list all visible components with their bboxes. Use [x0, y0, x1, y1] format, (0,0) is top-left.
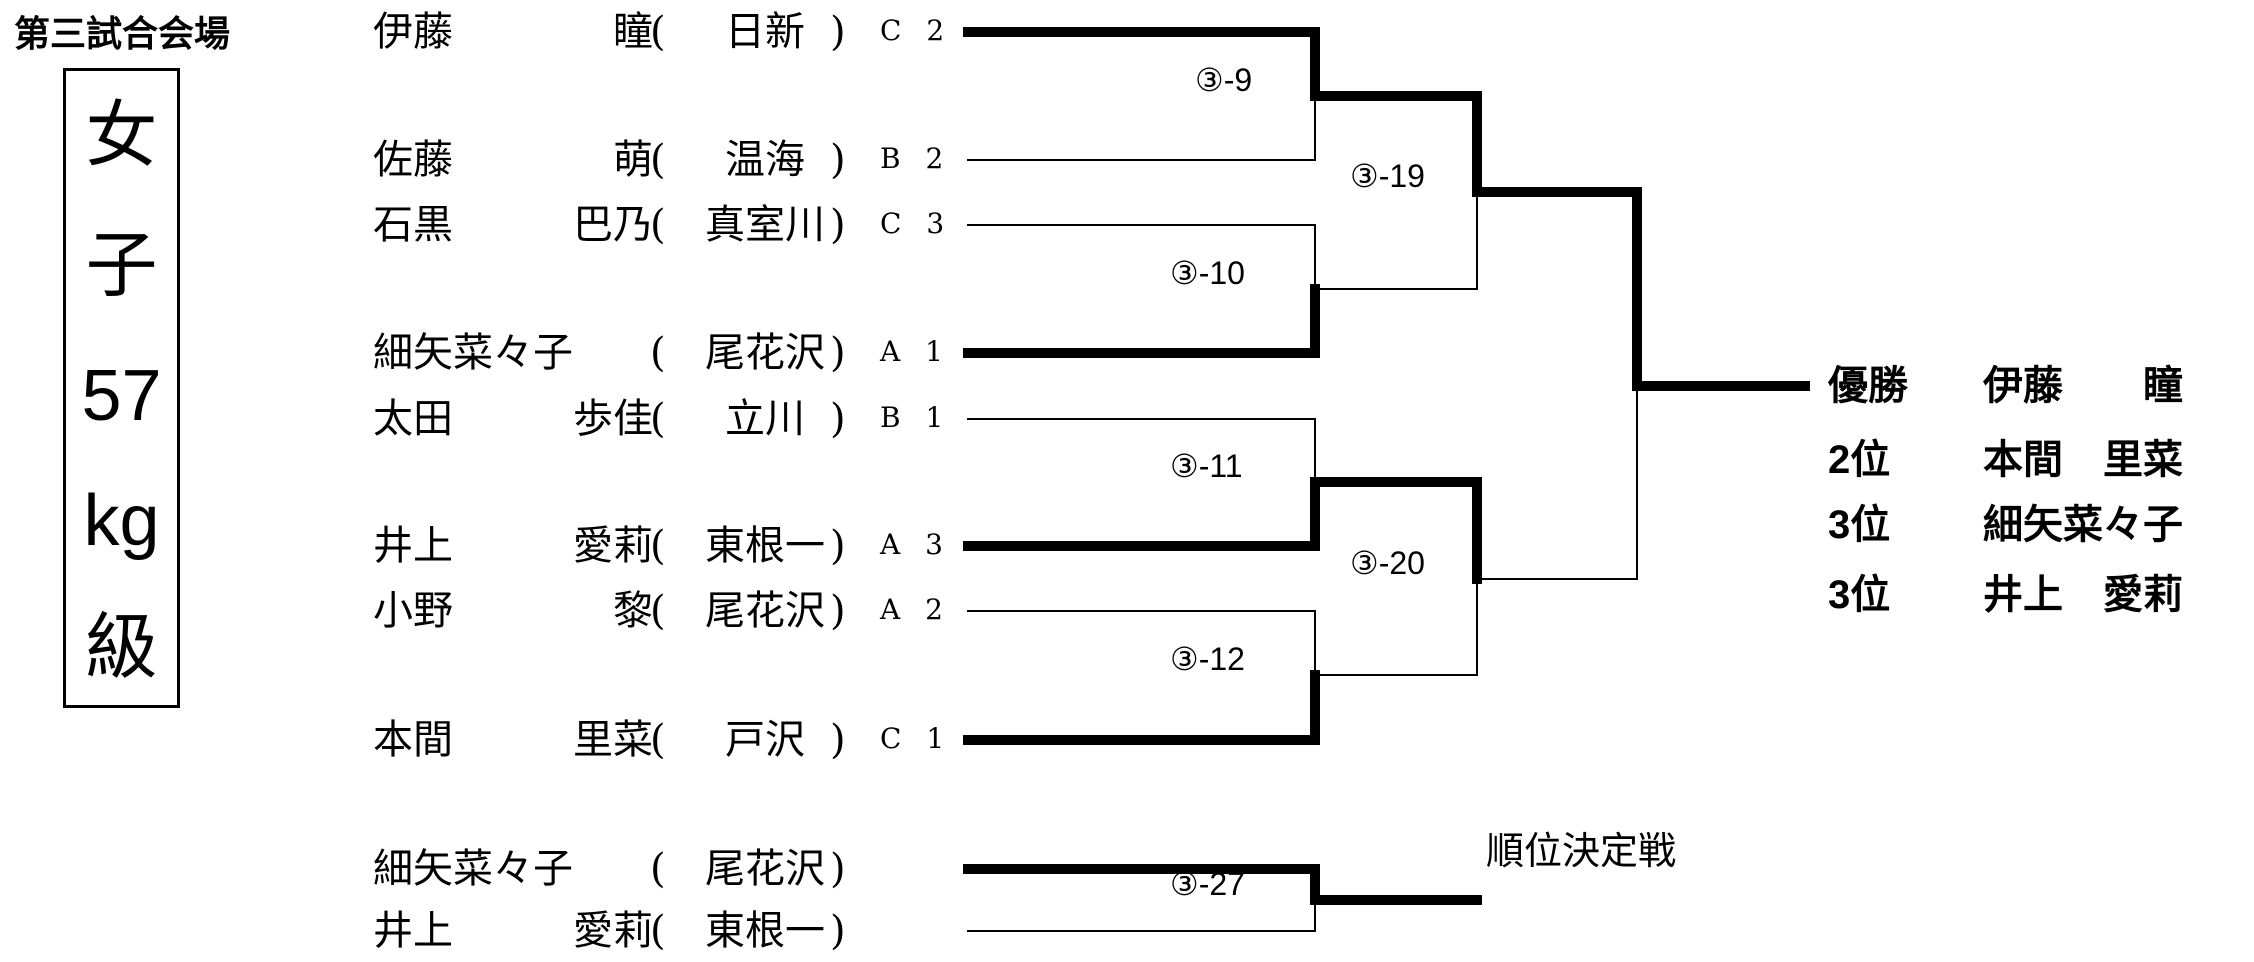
player-team: 真室川: [705, 202, 825, 248]
match-label-19: ③-19: [1350, 158, 1425, 194]
match-label-10: ③-10: [1170, 255, 1245, 291]
division-char-2: 子: [85, 226, 158, 306]
match-label-27: ③-27: [1170, 866, 1245, 902]
paren-close: ): [830, 717, 846, 763]
player-given-name: 萌: [613, 137, 653, 183]
player-team: 日新: [725, 9, 805, 55]
player-grade: B 2: [880, 142, 952, 175]
division-weight: 57: [81, 356, 162, 436]
result-name: 細矢菜々子: [1983, 503, 2183, 547]
match-label-20: ③-20: [1350, 545, 1425, 581]
match-label-11: ③-11: [1170, 448, 1243, 484]
player-given-name: 愛莉: [573, 523, 653, 569]
paren-close: ): [830, 523, 846, 569]
paren-open: (: [650, 717, 666, 763]
player-given-name: 巴乃: [573, 202, 653, 248]
player-grade: C 3: [880, 207, 953, 240]
paren-open: (: [650, 137, 666, 183]
paren-open: (: [650, 523, 666, 569]
paren-open: (: [650, 846, 666, 892]
paren-open: (: [650, 396, 666, 442]
player-team: 温海: [725, 137, 805, 183]
player-grade: A 2: [880, 593, 951, 626]
player-grade: B 1: [880, 401, 952, 434]
player-family-name: 石黒: [373, 202, 453, 248]
paren-close: ): [830, 588, 846, 634]
match-label-9: ③-9: [1195, 62, 1253, 98]
player-family-name: 井上: [373, 908, 453, 954]
player-grade: C 2: [880, 14, 953, 47]
player-family-name: 井上: [373, 523, 453, 569]
paren-close: ): [830, 396, 846, 442]
player-family-name: 伊藤: [373, 9, 453, 55]
player-given-name: 愛莉: [573, 908, 653, 954]
division-class: 級: [85, 608, 158, 688]
player-team: 戸沢: [725, 717, 805, 763]
result-row: 2位 本間 里菜: [1828, 440, 2183, 480]
paren-close: ): [830, 9, 846, 55]
player-given-name: 黎: [613, 588, 653, 634]
player-team: 尾花沢: [705, 330, 825, 376]
player-team: 尾花沢: [705, 588, 825, 634]
paren-open: (: [650, 9, 666, 55]
result-rank: 2位: [1828, 438, 1891, 482]
player-family-name: 太田: [373, 396, 453, 442]
player-family-name: 佐藤: [373, 137, 453, 183]
match-label-12: ③-12: [1170, 641, 1245, 677]
player-grade: A 3: [880, 528, 951, 561]
result-rank: 3位: [1828, 503, 1891, 547]
result-rank: 3位: [1828, 573, 1891, 617]
result-row: 3位 細矢菜々子: [1828, 505, 2183, 545]
result-name: 井上 愛莉: [1983, 573, 2183, 617]
player-team: 尾花沢: [705, 846, 825, 892]
player-grade: C 1: [880, 722, 953, 755]
division-box: [63, 68, 180, 708]
player-given-name: 里菜: [573, 717, 653, 763]
player-family-name: 小野: [373, 588, 453, 634]
player-given-name: 歩佳: [573, 396, 653, 442]
result-name: 伊藤 瞳: [1983, 364, 2183, 408]
result-rank: 優勝: [1828, 364, 1908, 408]
paren-close: ): [830, 330, 846, 376]
paren-close: ): [830, 202, 846, 248]
player-family-name: 細矢菜々子: [373, 330, 573, 376]
paren-close: ): [830, 846, 846, 892]
player-family-name: 細矢菜々子: [373, 846, 573, 892]
division-unit: kg: [83, 481, 160, 561]
paren-open: (: [650, 202, 666, 248]
player-team: 立川: [725, 396, 805, 442]
paren-close: ): [830, 137, 846, 183]
paren-open: (: [650, 908, 666, 954]
paren-open: (: [650, 330, 666, 376]
venue-title: 第三試合会場: [14, 13, 231, 54]
paren-open: (: [650, 588, 666, 634]
player-family-name: 本間: [373, 717, 453, 763]
paren-close: ): [830, 908, 846, 954]
player-team: 東根一: [705, 908, 825, 954]
player-given-name: 瞳: [613, 9, 653, 55]
player-team: 東根一: [705, 523, 825, 569]
player-grade: A 1: [880, 335, 951, 368]
placement-match-title: 順位決定戦: [1486, 831, 1677, 873]
result-name: 本間 里菜: [1983, 438, 2183, 482]
result-row: 優勝 伊藤 瞳: [1828, 366, 2183, 406]
result-row: 3位 井上 愛莉: [1828, 575, 2183, 615]
division-char-1: 女: [85, 96, 158, 176]
